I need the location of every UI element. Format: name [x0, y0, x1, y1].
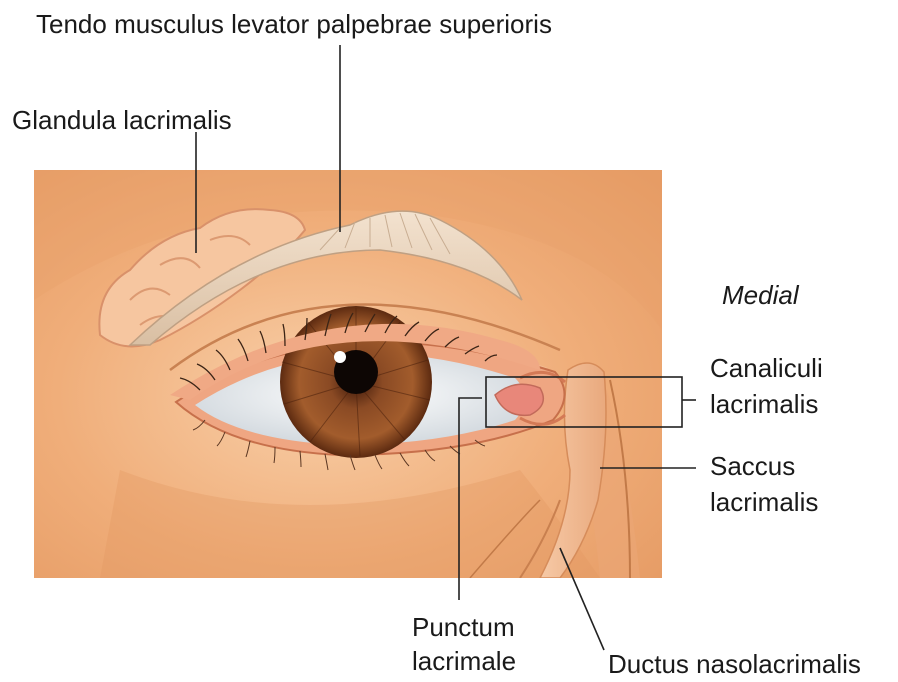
label-punctum-line1: Punctum	[412, 611, 515, 643]
label-tendo-levator: Tendo musculus levator palpebrae superio…	[36, 8, 552, 40]
label-medial: Medial	[722, 279, 799, 311]
label-canaliculi-line2: lacrimalis	[710, 388, 818, 420]
label-saccus-line1: Saccus	[710, 450, 795, 482]
label-canaliculi-line1: Canaliculi	[710, 352, 823, 384]
label-glandula-lacrimalis: Glandula lacrimalis	[12, 104, 232, 136]
label-ductus-nasolacrimalis: Ductus nasolacrimalis	[608, 648, 861, 680]
eye-highlight	[334, 351, 346, 363]
label-punctum-line2: lacrimale	[412, 645, 516, 677]
label-saccus-line2: lacrimalis	[710, 486, 818, 518]
